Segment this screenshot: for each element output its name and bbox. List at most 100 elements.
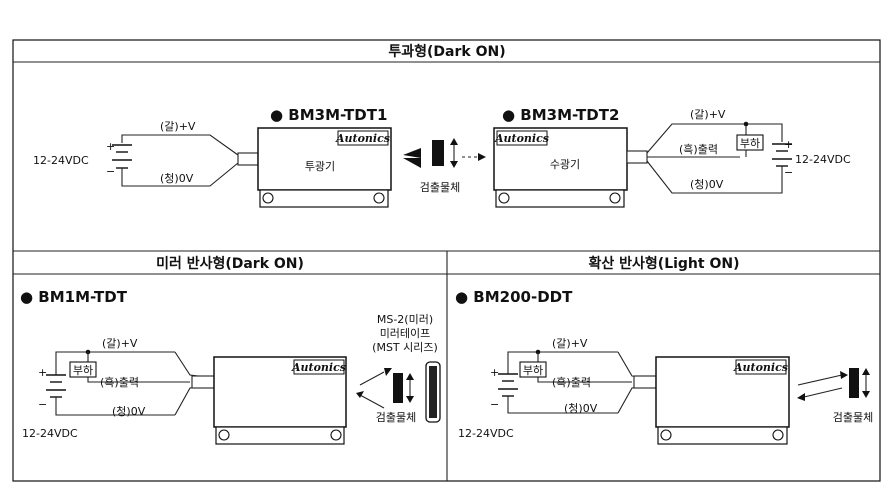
through-emitter-circuit: ● BM3M-TDT1 + − 12-24VDC (갈)+V (청)0V Aut…	[33, 106, 392, 208]
wire-0v-label: (청)0V	[112, 405, 146, 418]
supply-label: 12-24VDC	[795, 153, 851, 166]
detection-object	[432, 140, 444, 166]
mirror-circuit: ● BM1M-TDT 부하 + − 12-24VDC (갈)+V (흑)출력 (…	[20, 288, 441, 445]
wire-v-label: (갈)+V	[552, 336, 588, 350]
through-beam-object: 검출물체	[403, 138, 486, 194]
mount-hole	[772, 429, 784, 441]
detection-object	[849, 368, 859, 398]
beam-arrow-icon	[403, 158, 421, 168]
mount-hole	[330, 429, 342, 441]
detection-object	[393, 373, 403, 403]
reflector-label-2: 미러테이프	[380, 327, 431, 340]
cable-gland	[237, 152, 259, 166]
supply-label: 12-24VDC	[22, 427, 78, 440]
mount-hole	[218, 429, 230, 441]
object-label: 검출물체	[376, 411, 416, 424]
plus-sign: +	[784, 138, 793, 151]
brand-badge	[496, 130, 548, 146]
model-label: ● BM1M-TDT	[20, 288, 128, 306]
section-title-diffuse: 확산 반사형(Light ON)	[589, 255, 740, 272]
model-label: ● BM200-DDT	[455, 288, 573, 306]
brand-logo: Autonics	[494, 132, 549, 145]
model-label: ● BM3M-TDT1	[270, 106, 387, 124]
mounting-base	[657, 426, 788, 445]
motion-arrow-icon	[862, 391, 870, 398]
brand-badge	[293, 359, 345, 375]
reflector-label-3: (MST 시리즈)	[372, 341, 438, 354]
mount-hole	[609, 192, 621, 204]
load-label: 부하	[740, 136, 760, 150]
supply-label: 12-24VDC	[458, 427, 514, 440]
object-label: 검출물체	[833, 411, 873, 424]
unit-label: 투광기	[305, 160, 335, 173]
mount-hole	[373, 192, 385, 204]
minus-sign: −	[106, 165, 115, 178]
section-title-through: 투과형(Dark ON)	[388, 43, 505, 60]
motion-arrow-icon	[450, 138, 458, 145]
beam-arrow-icon	[840, 371, 848, 379]
load-label: 부하	[523, 363, 543, 377]
wire-0v	[507, 396, 618, 414]
brand-logo: Autonics	[291, 361, 346, 374]
minus-sign: −	[38, 398, 47, 411]
brand-badge	[735, 359, 787, 375]
object-label: 검출물체	[420, 181, 460, 194]
model-label: ● BM3M-TDT2	[502, 106, 619, 124]
beam-arrow-icon	[384, 368, 392, 376]
wire-v	[121, 134, 239, 156]
unit-label: 수광기	[550, 158, 580, 171]
wire-v	[507, 351, 618, 374]
wire-0v-label: (청)0V	[690, 178, 724, 191]
minus-sign: −	[784, 166, 793, 179]
wire-v	[55, 351, 175, 375]
mounting-base	[215, 426, 345, 445]
brand-logo: Autonics	[335, 132, 390, 145]
wire-0v	[646, 160, 783, 194]
wire-v	[646, 123, 783, 154]
wire-0v	[121, 162, 239, 187]
plus-sign: +	[106, 140, 115, 153]
wire-0v	[55, 397, 175, 416]
mounting-base	[259, 189, 389, 208]
load-label: 부하	[73, 363, 93, 377]
brand-logo: Autonics	[733, 361, 788, 374]
wire-out	[537, 377, 632, 383]
cable-gland	[633, 375, 657, 389]
beam-arrow-icon	[797, 393, 805, 401]
plus-sign: +	[38, 366, 47, 379]
motion-arrow-icon	[862, 368, 870, 375]
mounting-base	[495, 189, 625, 208]
motion-arrow-icon	[406, 396, 414, 403]
motion-arrow-icon	[450, 161, 458, 168]
load-box	[519, 361, 547, 378]
load-box	[69, 361, 97, 378]
wire-out-label: (흑)출력	[100, 375, 139, 389]
plus-sign: +	[490, 366, 499, 379]
cable-gland	[191, 375, 215, 389]
motion-arrow-icon	[406, 373, 414, 380]
diffuse-circuit: ● BM200-DDT 부하 + − 12-24VDC (갈)+V (흑)출력 …	[455, 288, 873, 445]
section-title-mirror: 미러 반사형(Dark ON)	[156, 255, 304, 272]
mount-hole	[262, 192, 274, 204]
brand-badge	[337, 130, 389, 146]
wire-0v-label: (청)0V	[160, 172, 194, 185]
wire-out-label: (흑)출력	[679, 142, 718, 156]
wire-out	[87, 377, 190, 383]
wire-0v-label: (청)0V	[564, 402, 598, 415]
beam-arrow-icon	[356, 391, 364, 398]
reflector-label-1: MS-2(미러)	[377, 313, 433, 326]
wire-v-label: (갈)+V	[690, 107, 726, 121]
wire-out-label: (흑)출력	[552, 375, 591, 389]
wire-v-label: (갈)+V	[160, 119, 196, 133]
beam-arrow-icon	[478, 153, 486, 161]
load-box	[736, 134, 764, 151]
cable-gland	[626, 150, 648, 164]
minus-sign: −	[490, 398, 499, 411]
mount-hole	[660, 429, 672, 441]
reflector-surface	[429, 366, 437, 418]
beam-arrow-icon	[403, 148, 421, 158]
mount-hole	[498, 192, 510, 204]
supply-label: 12-24VDC	[33, 154, 89, 167]
through-receiver-circuit: ● BM3M-TDT2 Autonics 수광기 부하 + − 12-24VDC…	[493, 106, 851, 208]
